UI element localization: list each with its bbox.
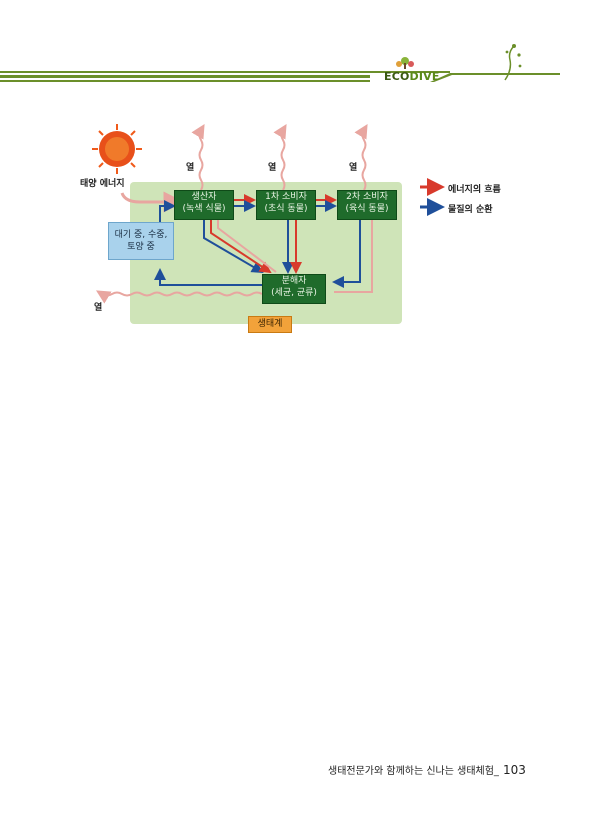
secondary-consumer-box: 2차 소비자 (육식 동물)	[337, 190, 397, 220]
primary-consumer-title: 1차 소비자	[265, 192, 307, 202]
matter-arrow-secondary-decomposer	[332, 220, 361, 288]
reservoir-line1: 대기 중, 수중,	[114, 230, 168, 240]
producer-title: 생산자	[191, 192, 217, 202]
producer-box: 생산자 (녹색 식물)	[174, 190, 234, 220]
heat-label-2: 열	[268, 163, 277, 173]
heat-line-producer-decomposer	[217, 218, 277, 273]
stripe-lines	[0, 71, 560, 82]
reservoir-line2: 토양 중	[127, 242, 155, 252]
matter-arrow-reservoir-producer	[159, 200, 176, 222]
decomposer-box: 분해자 (세균, 균류)	[262, 274, 326, 304]
decomposer-title: 분해자	[281, 276, 307, 286]
heat-label-1: 열	[186, 163, 195, 173]
reservoir-box: 대기 중, 수중, 토양 중	[108, 222, 174, 260]
sun-energy-label: 태양 에너지	[80, 179, 125, 189]
energy-arrow-producer-decomposer	[210, 218, 272, 274]
heat-arrow-primary	[273, 123, 287, 191]
matter-arrow-producer-decomposer	[203, 218, 264, 274]
page-header: ECODIVE	[0, 0, 598, 100]
footer-title: 생태전문가와 함께하는 신나는 생태체험_	[328, 766, 499, 777]
diagram-arrows	[92, 123, 445, 304]
page-number: 103	[502, 763, 526, 777]
primary-consumer-subtitle: (초식 동물)	[264, 204, 308, 214]
legend-matter-label: 물질의 순환	[448, 205, 493, 215]
brand-logo: ECODIVE	[384, 70, 440, 83]
heat-arrow-decomposer	[95, 290, 263, 304]
secondary-consumer-title: 2차 소비자	[346, 192, 388, 202]
page-footer: 생태전문가와 함께하는 신나는 생태체험_103	[328, 762, 526, 777]
heat-line-secondary-decomposer	[334, 220, 373, 293]
ecosystem-diagram: 태양 에너지 열 열 열 열 생산자 (녹색 식물) 1차 소비자 (초식 동물…	[80, 120, 520, 340]
sun-icon	[92, 124, 142, 174]
heat-arrow-producer	[191, 123, 205, 191]
heat-label-3: 열	[349, 163, 358, 173]
header-stripes	[0, 44, 560, 82]
brand-part-dive: DIVE	[409, 70, 440, 83]
decomposer-subtitle: (세균, 균류)	[271, 288, 317, 298]
heat-label-bottom: 열	[94, 303, 103, 313]
legend-energy-label: 에너지의 흐름	[448, 185, 501, 195]
brand-part-eco: ECO	[384, 70, 410, 83]
vine-decoration-icon	[504, 44, 522, 81]
producer-subtitle: (녹색 식물)	[182, 204, 226, 214]
primary-consumer-box: 1차 소비자 (초식 동물)	[256, 190, 316, 220]
ecosystem-label: 생태계	[248, 316, 292, 333]
heat-arrow-secondary	[354, 123, 368, 191]
secondary-consumer-subtitle: (육식 동물)	[345, 204, 389, 214]
matter-arrow-decomposer-reservoir	[154, 268, 262, 286]
tree-logo-icon	[396, 57, 414, 69]
sun-energy-arrow	[120, 191, 185, 213]
